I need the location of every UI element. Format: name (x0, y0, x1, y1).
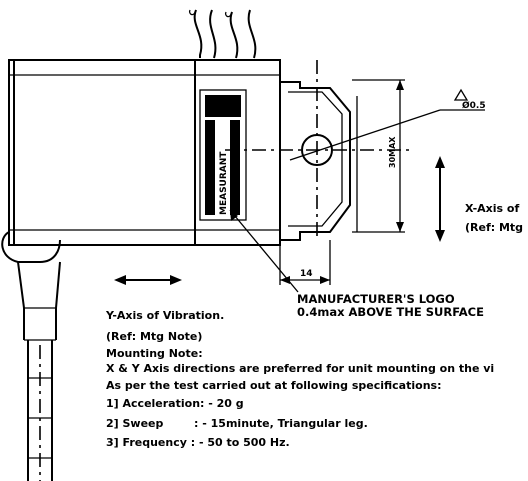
mounting-spec-1: 1] Acceleration: - 20 g (106, 397, 244, 410)
mounting-spec-3: 3] Frequency : - 50 to 500 Hz. (106, 436, 290, 449)
manufacturer-logo: MEASURANT (205, 95, 241, 215)
center-lines (225, 60, 410, 240)
x-axis-title: X-Axis of (465, 202, 519, 215)
logo-callout-line2: 0.4max ABOVE THE SURFACE (297, 305, 484, 319)
tolerance-callout: Ø0.5 (289, 88, 486, 161)
x-axis-ref: (Ref: Mtg (465, 221, 523, 234)
height-dimension: 30MAX (352, 79, 405, 233)
mounting-note-heading: Mounting Note: (106, 347, 203, 360)
y-axis-title: Y-Axis of Vibration. (105, 309, 224, 322)
width-dimension-text: 14 (300, 269, 313, 279)
logo-callout-leader (229, 209, 299, 293)
mounting-note-line2: As per the test carried out at following… (106, 379, 441, 392)
mounting-lug (280, 81, 358, 241)
sensor-body (8, 59, 281, 246)
height-dimension-text: 30MAX (388, 136, 397, 168)
logo-brand-text: MEASURANT (219, 151, 229, 215)
mounting-spec-2: 2] Sweep : - 15minute, Triangular leg. (106, 417, 368, 430)
width-dimension: 14 (279, 240, 331, 285)
x-axis-arrow (435, 156, 445, 242)
tolerance-callout-text: Ø0.5 (462, 100, 486, 111)
cable-exit (1, 231, 61, 481)
y-axis-arrow (114, 275, 182, 285)
top-cables (188, 9, 257, 59)
y-axis-ref: (Ref: Mtg Note) (106, 330, 202, 343)
mounting-note-line1: X & Y Axis directions are preferred for … (106, 362, 494, 375)
logo-callout-line1: MANUFACTURER'S LOGO (297, 292, 455, 306)
